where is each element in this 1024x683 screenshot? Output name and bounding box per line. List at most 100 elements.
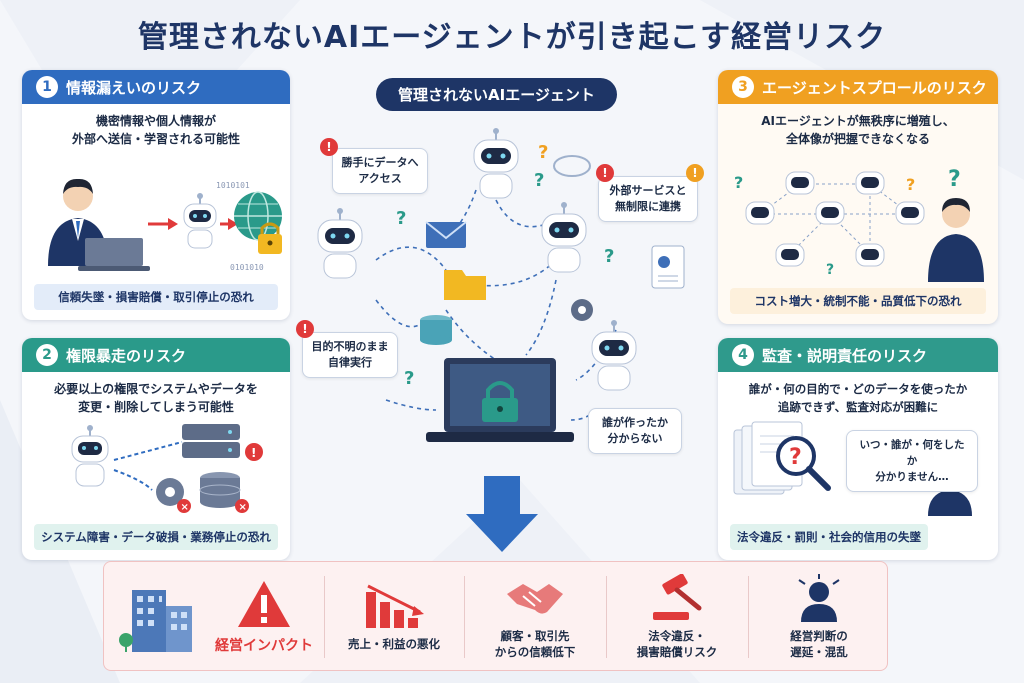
confused-person-icon (798, 574, 840, 622)
impact-title: 経営インパクト (215, 638, 313, 654)
card-title: エージェントスプロールのリスク (762, 78, 987, 97)
impact-divider (464, 576, 465, 658)
gear-icon (156, 478, 184, 506)
impact-main: 経営インパクト (208, 562, 320, 672)
svg-text:?: ? (906, 175, 915, 194)
down-arrow-icon (466, 476, 538, 552)
impact-divider (606, 576, 607, 658)
error-icon: × (177, 499, 191, 513)
audit-bubble: いつ・誰が・何をしたか 分かりません… (846, 430, 978, 492)
risk-card-leak: 1 情報漏えいのリスク 機密情報や個人情報が 外部へ送信・学習される可能性 (22, 70, 290, 320)
laptop-icon (78, 238, 150, 271)
center-label: 管理されないAIエージェント (376, 78, 617, 111)
impact-item-label: 売上・利益の悪化 (348, 637, 440, 651)
card-footer: システム障害・データ破損・業務停止の恐れ (34, 524, 278, 550)
confused-businessman-icon (928, 198, 984, 282)
robot-icon (183, 193, 217, 249)
card-header: 3 エージェントスプロールのリスク (718, 70, 998, 104)
robot-icon (591, 320, 637, 391)
cloud-icon (553, 155, 591, 177)
database-icon (199, 472, 241, 508)
bubble-external: 外部サービスと 無制限に連携 (598, 176, 698, 222)
impact-item: 法令違反・ 損害賠償リスク (608, 562, 746, 672)
server-icon (182, 424, 240, 458)
impact-divider (748, 576, 749, 658)
mail-icon (425, 221, 467, 248)
card-number: 2 (36, 344, 58, 366)
leak-illustration: 1010101 0101010 (48, 178, 282, 272)
svg-text:×: × (181, 502, 189, 513)
bubble-purpose: 目的不明のまま 自律実行 (302, 332, 398, 378)
privilege-illustration: ! × × (71, 424, 263, 513)
handshake-icon (507, 584, 563, 614)
warning-icon: ! (686, 164, 704, 182)
database-icon (420, 315, 452, 345)
card-description: 誰が・何の目的で・どのデータを使ったか 追跡できず、監査対応が困難に (748, 382, 968, 414)
svg-text:?: ? (789, 445, 802, 470)
bubble-access: 勝手にデータへ アクセス (332, 148, 428, 194)
svg-text:?: ? (826, 262, 834, 278)
sprawl-illustration: ? ? ? ? (734, 167, 984, 282)
svg-text:×: × (239, 502, 247, 513)
page-title: 管理されないAIエージェントが引き起こす経営リスク (137, 20, 887, 55)
globe-icon (234, 191, 282, 241)
robot-icon (541, 202, 587, 273)
bubble-who: 誰が作ったか 分からない (588, 408, 682, 454)
risk-card-privilege: 2 権限暴走のリスク 必要以上の権限でシステムやデータを 変更・削除してしまう可… (22, 338, 290, 560)
chart-down-icon (366, 584, 424, 628)
question-icon: ? (604, 246, 615, 267)
gear-icon (571, 299, 593, 321)
error-icon: × (235, 499, 249, 513)
impact-item: 売上・利益の悪化 (326, 562, 462, 672)
svg-text:?: ? (948, 167, 961, 192)
card-description: 必要以上の権限でシステムやデータを 変更・削除してしまう可能性 (54, 382, 258, 414)
card-title: 権限暴走のリスク (66, 346, 187, 365)
question-icon: ? (396, 208, 407, 229)
card-description: 機密情報や個人情報が 外部へ送信・学習される可能性 (71, 114, 240, 146)
svg-text:0101010: 0101010 (230, 263, 264, 272)
card-description: AIエージェントが無秩序に増殖し、 全体像が把握できなくなる (761, 114, 955, 146)
impact-divider (324, 576, 325, 658)
impact-item: 顧客・取引先 からの信頼低下 (466, 562, 604, 672)
lock-icon (258, 222, 282, 254)
question-icon: ? (534, 170, 545, 191)
document-icon (651, 245, 685, 289)
robot-icon (317, 208, 363, 279)
risk-card-audit: 4 監査・説明責任のリスク 誰が・何の目的で・どのデータを使ったか 追跡できず、… (718, 338, 998, 560)
impact-item: 経営判断の 遅延・混乱 (750, 562, 888, 672)
warning-icon (238, 581, 290, 627)
card-number: 4 (732, 344, 754, 366)
card-title: 情報漏えいのリスク (66, 78, 202, 97)
warning-icon: ! (596, 164, 614, 182)
risk-card-sprawl: 3 エージェントスプロールのリスク AIエージェントが無秩序に増殖し、 全体像が… (718, 70, 998, 324)
impact-panel: 経営インパクト 売上・利益の悪化 顧客・取引先 からの信頼低下 法令違反・ 損害… (103, 561, 888, 671)
svg-text:1010101: 1010101 (216, 181, 250, 190)
impact-item-label: 顧客・取引先 からの信頼低下 (494, 629, 576, 659)
impact-item-label: 法令違反・ 損害賠償リスク (636, 629, 718, 659)
warning-icon: ! (245, 443, 263, 461)
card-header: 4 監査・説明責任のリスク (718, 338, 998, 372)
gavel-icon (653, 574, 702, 620)
folder-icon (444, 270, 486, 300)
warning-icon: ! (320, 138, 338, 156)
lock-icon (482, 381, 518, 422)
center-network (317, 128, 685, 442)
building-icon (119, 590, 192, 652)
svg-text:!: ! (251, 446, 256, 460)
card-header: 1 情報漏えいのリスク (22, 70, 290, 104)
card-title: 監査・説明責任のリスク (762, 346, 928, 365)
card-number: 1 (36, 76, 58, 98)
card-footer: 法令違反・罰則・社会的信用の失墜 (730, 524, 928, 550)
robot-icon (473, 128, 519, 199)
robot-icon (71, 425, 109, 487)
card-header: 2 権限暴走のリスク (22, 338, 290, 372)
question-icon: ? (404, 368, 415, 389)
magnifier-icon: ? (776, 436, 831, 491)
card-footer: 信頼失墜・損害賠償・取引停止の恐れ (34, 284, 278, 310)
card-number: 3 (732, 76, 754, 98)
svg-text:?: ? (734, 173, 743, 192)
card-footer: コスト増大・統制不能・品質低下の恐れ (730, 288, 986, 314)
impact-item-label: 経営判断の 遅延・混乱 (790, 629, 848, 659)
question-icon: ? (538, 142, 549, 163)
warning-icon: ! (296, 320, 314, 338)
